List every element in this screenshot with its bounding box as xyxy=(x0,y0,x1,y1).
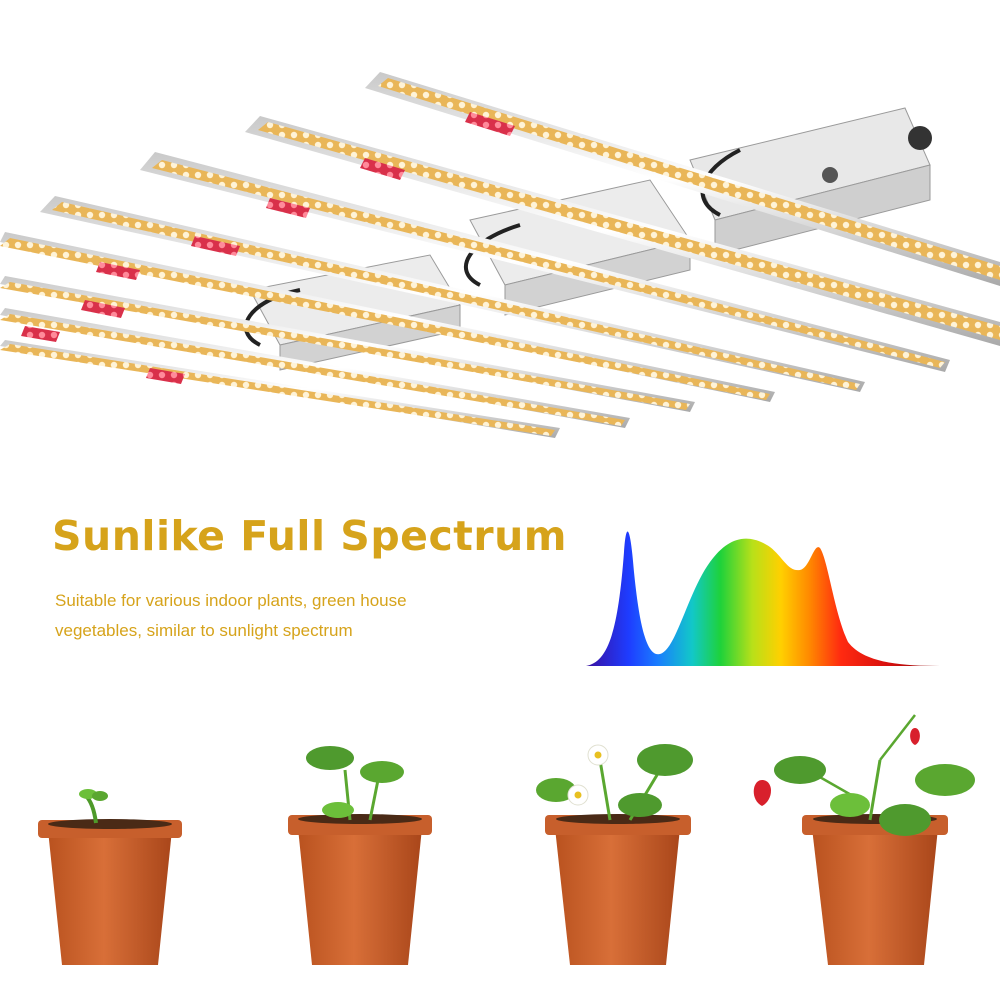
led-bar xyxy=(245,116,1000,346)
led-bar xyxy=(40,196,865,392)
headline: Sunlike Full Spectrum xyxy=(52,512,568,560)
light-spectrum-graphic xyxy=(586,531,940,666)
description-line-1: Suitable for various indoor plants, gree… xyxy=(55,591,407,610)
pot-sprout xyxy=(38,789,182,965)
pot-fruiting xyxy=(753,714,975,965)
plant-growth-stages xyxy=(38,714,975,965)
led-bar xyxy=(140,152,950,372)
pot-flowering xyxy=(536,744,693,965)
led-grow-light-fixture xyxy=(0,72,1000,438)
description-line-2: vegetables, similar to sunlight spectrum xyxy=(55,621,353,640)
led-bar xyxy=(365,72,1000,286)
spectrum-curve xyxy=(586,531,940,666)
led-bar xyxy=(0,276,695,412)
description: Suitable for various indoor plants, gree… xyxy=(55,586,407,646)
led-bar xyxy=(0,232,775,402)
pot-seedling xyxy=(288,746,432,965)
led-bar xyxy=(0,340,560,438)
led-bar xyxy=(0,308,630,428)
